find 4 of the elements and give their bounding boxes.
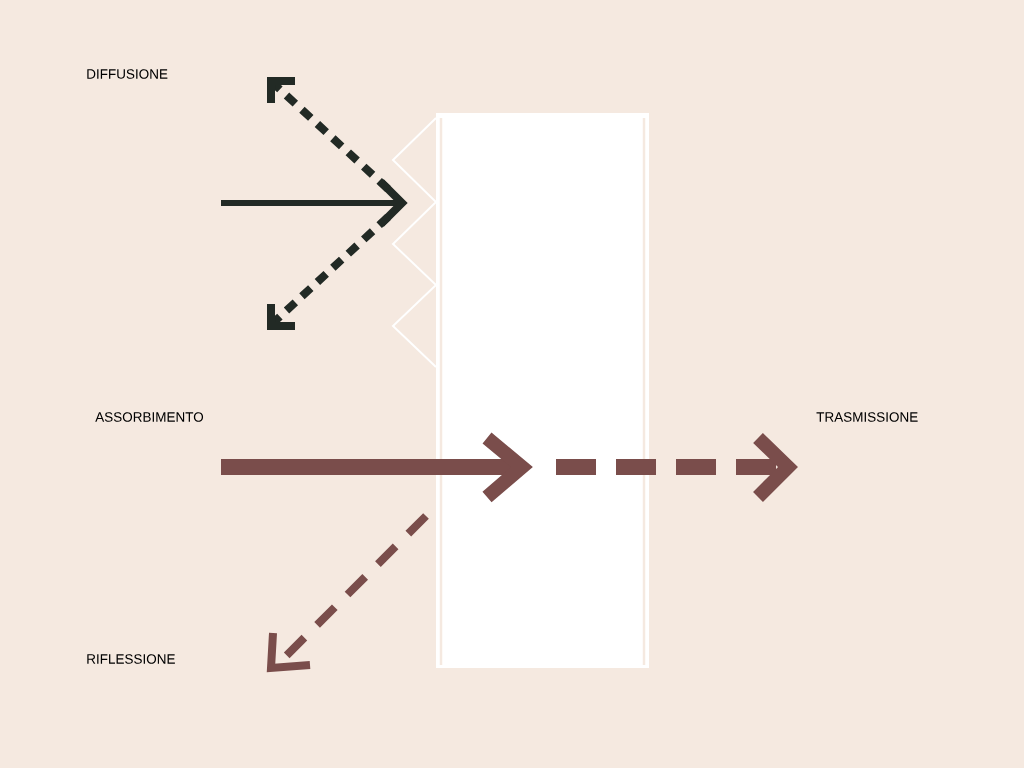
text-label: DIFFUSIONE [87,69,168,79]
text-label: ASSORBIMENTO [95,412,204,422]
text-label: TRASMISSIONE [816,412,918,422]
text-label: RIFLESSIONE [87,654,175,664]
